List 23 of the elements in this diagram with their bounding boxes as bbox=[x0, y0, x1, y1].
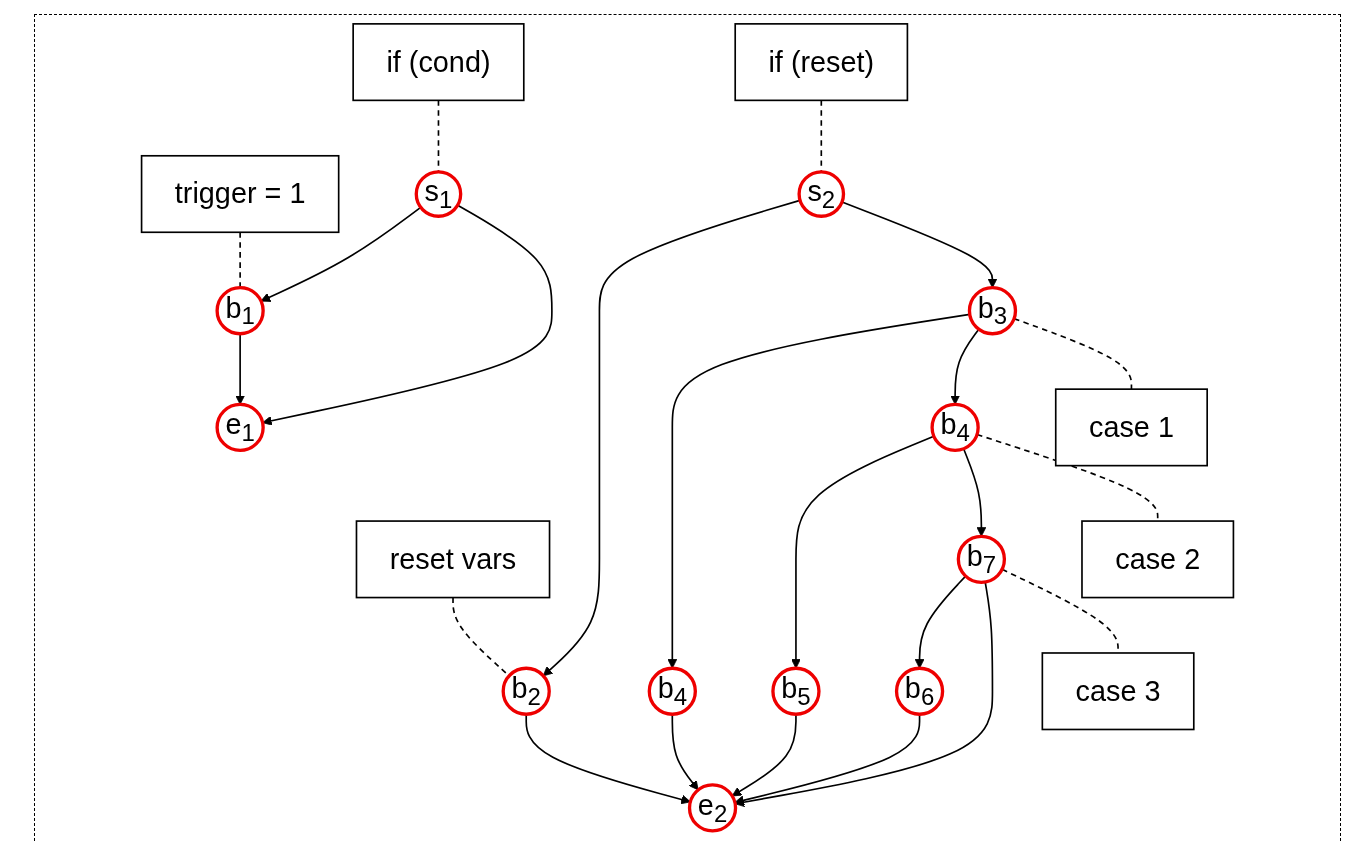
node-box: trigger = 1 bbox=[140, 154, 340, 234]
arrow bbox=[260, 206, 422, 302]
node-circle: b$_{4}$ bbox=[930, 402, 980, 453]
arrow bbox=[262, 204, 553, 426]
node-circle: b$_{2}$ bbox=[501, 666, 551, 716]
node-circle: b$_{3}$ bbox=[967, 286, 1018, 336]
node-circle: e$_{1}$ bbox=[215, 402, 265, 453]
node-box: case 2 bbox=[1081, 520, 1235, 599]
arrow bbox=[950, 328, 980, 405]
node-circle: b$_{6}$ bbox=[894, 666, 945, 716]
node-circle: b$_{4}$ bbox=[647, 666, 697, 716]
node-circle: e$_{2}$ bbox=[687, 783, 738, 833]
node-box: if (reset) bbox=[734, 23, 909, 102]
node-circle: b$_{5}$ bbox=[771, 666, 821, 716]
node-circle: b$_{7}$ bbox=[956, 534, 1007, 584]
node-circle: s$_{1}$ bbox=[414, 170, 463, 218]
node-box: if (cond) bbox=[352, 23, 525, 102]
node-box: case 1 bbox=[1054, 388, 1208, 467]
node-box: reset vars bbox=[355, 520, 551, 599]
node-circle: b$_{1}$ bbox=[215, 286, 265, 336]
node-circle: s$_{2}$ bbox=[797, 170, 846, 218]
arrow bbox=[914, 575, 967, 669]
node-box: case 3 bbox=[1041, 652, 1195, 731]
